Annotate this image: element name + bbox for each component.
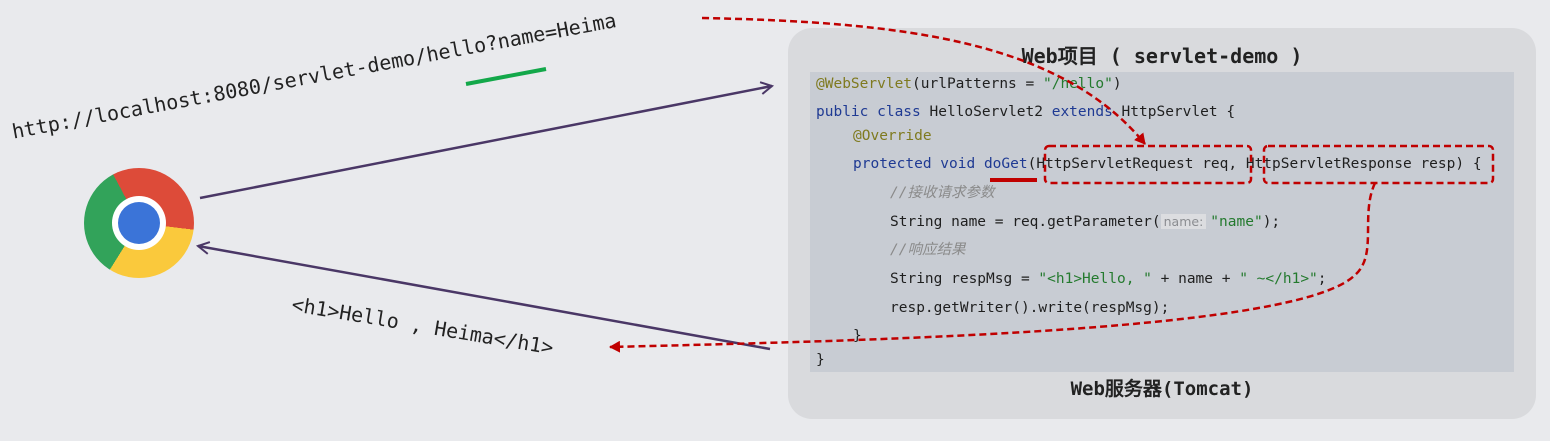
code-line-write: resp.getWriter().write(respMsg); bbox=[890, 300, 1170, 316]
code-comment-receive: //接收请求参数 bbox=[890, 185, 995, 201]
code-line-respmsg: String respMsg = "<h1>Hello, " + name + … bbox=[890, 271, 1327, 287]
chrome-icon-core bbox=[118, 202, 160, 244]
server-title: Web服务器(Tomcat) bbox=[1070, 378, 1254, 400]
url-path-underline bbox=[465, 67, 547, 86]
code-line-doget: protected void doGet(HttpServletRequest … bbox=[853, 156, 1482, 172]
request-flow-dashed bbox=[701, 16, 1146, 145]
code-line-close-class: } bbox=[816, 352, 825, 368]
code-block: @WebServlet(urlPatterns = "/hello") publ… bbox=[810, 72, 1514, 372]
chrome-icon bbox=[84, 168, 194, 278]
response-flow-dashed bbox=[609, 182, 1377, 353]
request-arrow bbox=[199, 86, 772, 200]
code-comment-response: //响应结果 bbox=[890, 242, 966, 258]
doget-method: doGet bbox=[983, 156, 1028, 172]
parameter-hint: name: bbox=[1160, 214, 1207, 229]
code-line-getparameter: String name = req.getParameter(name:"nam… bbox=[890, 214, 1281, 230]
server-panel: Web项目 ( servlet-demo ) @WebServlet(urlPa… bbox=[788, 28, 1536, 419]
code-line-annotation: @WebServlet(urlPatterns = "/hello") bbox=[816, 76, 1122, 92]
response-arrow bbox=[198, 246, 771, 351]
code-line-close-method: } bbox=[853, 328, 862, 344]
project-title: Web项目 ( servlet-demo ) bbox=[1021, 44, 1303, 68]
request-param-box bbox=[1043, 144, 1253, 185]
response-param-box bbox=[1262, 144, 1495, 185]
code-line-class: public class HelloServlet2 extends HttpS… bbox=[816, 104, 1236, 120]
code-line-override: @Override bbox=[853, 128, 932, 144]
